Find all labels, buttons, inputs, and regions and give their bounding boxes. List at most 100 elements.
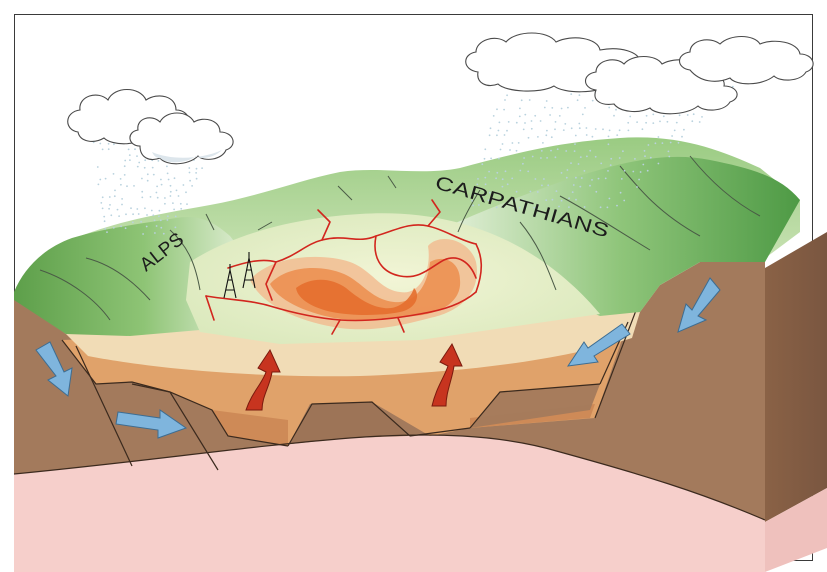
- rain-icon: [524, 122, 526, 124]
- rain-icon: [188, 167, 190, 169]
- rain-icon: [579, 127, 581, 129]
- rain-icon: [160, 179, 162, 181]
- rain-icon: [134, 148, 136, 150]
- rain-icon: [531, 120, 533, 122]
- rain-icon: [99, 143, 101, 145]
- rain-icon: [608, 143, 610, 145]
- rain-icon: [191, 185, 193, 187]
- rain-icon: [106, 231, 108, 233]
- rain-icon: [201, 167, 203, 169]
- rain-icon: [691, 120, 693, 122]
- rain-icon: [623, 200, 625, 202]
- rain-icon: [598, 178, 600, 180]
- rain-icon: [102, 208, 104, 210]
- rain-icon: [602, 128, 604, 130]
- rain-icon: [566, 177, 568, 179]
- rain-icon: [683, 129, 685, 131]
- rain-icon: [156, 225, 158, 227]
- rain-icon: [531, 128, 533, 130]
- rain-icon: [140, 221, 142, 223]
- rain-icon: [687, 114, 689, 116]
- rain-icon: [170, 185, 172, 187]
- rain-icon: [158, 216, 160, 218]
- rain-icon: [124, 165, 126, 167]
- rain-icon: [172, 202, 174, 204]
- rain-icon: [662, 142, 664, 144]
- rain-icon: [519, 116, 521, 118]
- rain-icon: [650, 157, 652, 159]
- rain-icon: [521, 99, 523, 101]
- rain-icon: [114, 195, 116, 197]
- rain-icon: [668, 151, 670, 153]
- rain-icon: [527, 171, 529, 173]
- rain-icon: [170, 191, 172, 193]
- rain-icon: [138, 162, 140, 164]
- rain-icon: [620, 192, 622, 194]
- rain-icon: [484, 158, 486, 160]
- rain-icon: [109, 204, 111, 206]
- rain-icon: [636, 186, 638, 188]
- rain-icon: [586, 127, 588, 129]
- rain-icon: [600, 163, 602, 165]
- rain-icon: [616, 205, 618, 207]
- rain-icon: [619, 129, 621, 131]
- rain-icon: [509, 149, 511, 151]
- rain-icon: [610, 158, 612, 160]
- rain-icon: [701, 116, 703, 118]
- rain-icon: [595, 156, 597, 158]
- rain-icon: [607, 207, 609, 209]
- rain-icon: [524, 114, 526, 116]
- rain-icon: [555, 156, 557, 158]
- rain-icon: [570, 162, 572, 164]
- rain-icon: [156, 192, 158, 194]
- rain-icon: [168, 179, 170, 181]
- rain-icon: [137, 166, 139, 168]
- rain-icon: [535, 178, 537, 180]
- rain-icon: [592, 136, 594, 138]
- rain-icon: [167, 173, 169, 175]
- rain-icon: [157, 197, 159, 199]
- rain-icon: [571, 127, 573, 129]
- rain-icon: [577, 99, 579, 101]
- rain-icon: [586, 134, 588, 136]
- rain-icon: [108, 143, 110, 145]
- rain-icon: [507, 183, 509, 185]
- rain-icon: [508, 121, 510, 123]
- rain-icon: [113, 227, 115, 229]
- rain-icon: [516, 150, 518, 152]
- rain-icon: [141, 197, 143, 199]
- rain-icon: [529, 99, 531, 101]
- rain-icon: [99, 179, 101, 181]
- rain-icon: [586, 156, 588, 158]
- rain-icon: [180, 208, 182, 210]
- rain-icon: [121, 204, 123, 206]
- rain-icon: [616, 134, 618, 136]
- rain-icon: [160, 227, 162, 229]
- rain-icon: [125, 213, 127, 215]
- rain-icon: [565, 150, 567, 152]
- rain-icon: [636, 121, 638, 123]
- rain-icon: [126, 185, 128, 187]
- rain-icon: [160, 219, 162, 221]
- rain-icon: [609, 130, 611, 132]
- rain-icon: [621, 178, 623, 180]
- rain-icon: [674, 130, 676, 132]
- rain-icon: [175, 216, 177, 218]
- rain-icon: [100, 202, 102, 204]
- rain-icon: [555, 121, 557, 123]
- rain-icon: [608, 107, 610, 109]
- rain-icon: [495, 177, 497, 179]
- rain-icon: [189, 180, 191, 182]
- rain-icon: [138, 213, 140, 215]
- rain-icon: [668, 156, 670, 158]
- rain-icon: [504, 99, 506, 101]
- rain-icon: [541, 150, 543, 152]
- rain-icon: [503, 109, 505, 111]
- rain-icon: [120, 184, 122, 186]
- rain-icon: [658, 136, 660, 138]
- rain-icon: [163, 233, 165, 235]
- block-right-face: [765, 232, 827, 572]
- rain-icon: [136, 208, 138, 210]
- rain-icon: [110, 214, 112, 216]
